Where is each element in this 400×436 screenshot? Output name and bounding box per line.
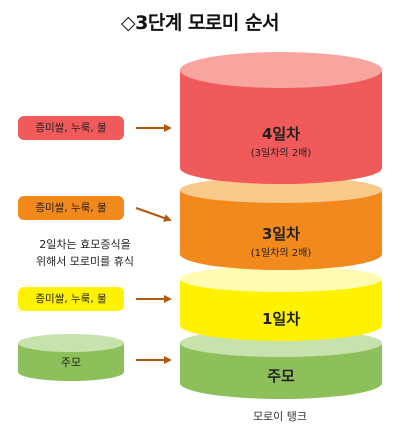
diagram-title: ◇3단계 모로미 순서	[121, 12, 279, 34]
tier-day4-sublabel: (3일차의 2배)	[251, 147, 312, 159]
rest-note: 2일차는 효모증식을 위해서 모로미를 휴식	[0, 236, 170, 270]
tier-day4-top	[180, 52, 382, 88]
tier-day3-sublabel: (1일차의 2배)	[251, 247, 312, 259]
tier-day1-top	[180, 266, 382, 292]
rest-note-line-1: 2일차는 효모증식을	[39, 238, 131, 251]
tier-day3	[180, 177, 382, 270]
tank-caption: 모로이 탱크	[252, 410, 308, 423]
tier-jumo-body	[180, 343, 382, 399]
input-pill-day1: 증미쌀, 누룩, 물	[18, 287, 124, 311]
input-pill-day4: 증미쌀, 누룩, 물	[18, 116, 124, 140]
tier-day3-top	[180, 177, 382, 203]
input-jumo-label: 주모	[61, 356, 81, 369]
tier-day3-label: 3일차	[262, 225, 300, 243]
tier-day1-body	[180, 281, 382, 341]
tier-day1-label: 1일차	[262, 310, 300, 328]
tier-day4-label: 4일차	[262, 125, 300, 143]
tier-day1	[180, 266, 382, 341]
tier-jumo-label: 주모	[267, 367, 295, 385]
arrow-to-day3	[135, 207, 172, 222]
tier-day3-body	[180, 190, 382, 270]
input-jumo-disc	[18, 334, 124, 381]
tier-day4-body	[180, 70, 382, 184]
rest-note-line-2: 위해서 모로미를 휴식	[35, 255, 135, 268]
tier-day4	[180, 52, 382, 184]
input-pill-day3: 증미쌀, 누룩, 물	[18, 196, 124, 220]
